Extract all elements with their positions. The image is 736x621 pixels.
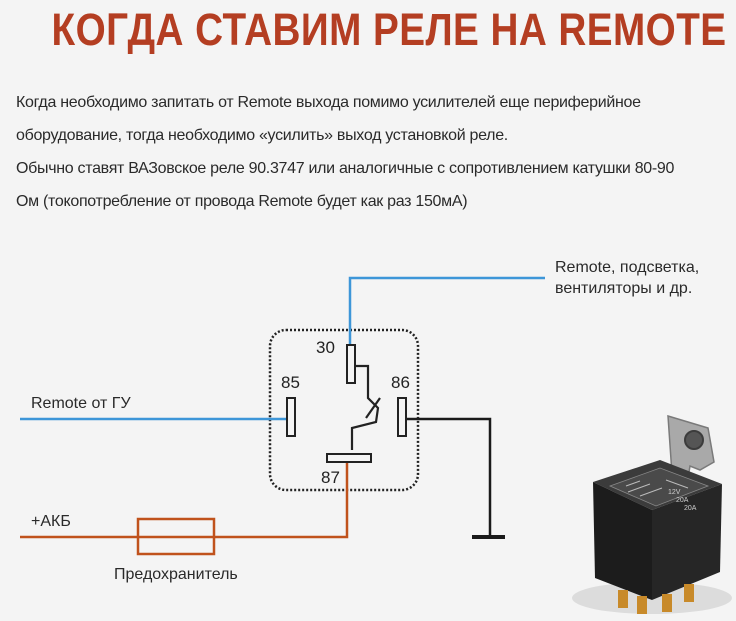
battery-label: +АКБ (31, 513, 71, 530)
battery-wire-after-fuse (214, 462, 349, 539)
relay-photo (572, 414, 732, 614)
ground-wire (405, 417, 492, 537)
output-label-line-2: вентиляторы и др. (555, 280, 693, 297)
pin-85-terminal (286, 397, 296, 437)
pin-85-label: 85 (281, 373, 300, 392)
relay-marking-1: 12V (668, 489, 681, 496)
pin-86-terminal (397, 397, 407, 437)
description-line-3: Обычно ставят ВАЗовское реле 90.3747 или… (16, 160, 675, 177)
remote-input-label: Remote от ГУ (31, 395, 131, 412)
relay-marking-3: 20A (684, 505, 697, 512)
page-title: КОГДА СТАВИМ РЕЛЕ НА REMOTE (51, 4, 727, 55)
relay-marking-2: 20A (676, 497, 689, 504)
remote-output-wire (348, 276, 545, 360)
description-line-2: оборудование, тогда необходимо «усилить»… (16, 127, 508, 144)
pin-30-terminal (346, 344, 356, 384)
output-label-line-1: Remote, подсветка, (555, 259, 700, 276)
relay-switch-contact (350, 364, 380, 450)
description-line-4: Ом (токопотребление от провода Remote бу… (16, 193, 468, 210)
pin-86-label: 86 (391, 373, 410, 392)
relay-body (268, 328, 420, 492)
pin-87-label: 87 (321, 468, 340, 487)
relay-switch-blade (365, 397, 381, 419)
pin-87-terminal (326, 453, 372, 463)
fuse-label: Предохранитель (114, 566, 238, 583)
description-line-1: Когда необходимо запитать от Remote выхо… (16, 94, 641, 111)
pin-30-label: 30 (316, 338, 335, 357)
